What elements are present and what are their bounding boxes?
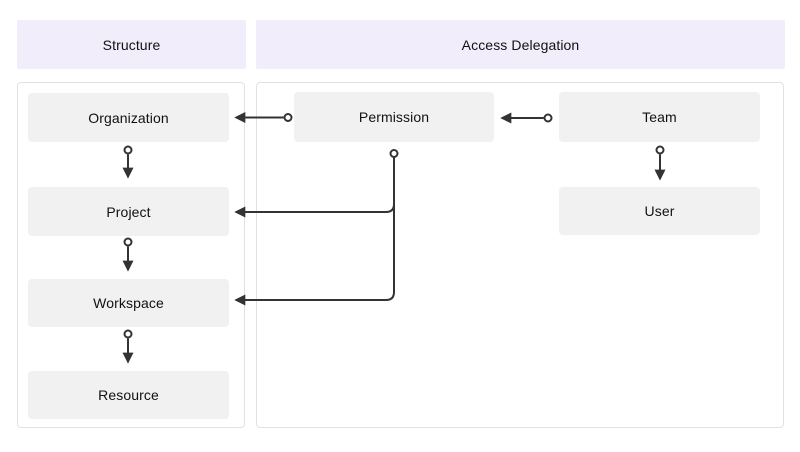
node-workspace-label: Workspace bbox=[93, 295, 164, 311]
section-header-access-delegation-label: Access Delegation bbox=[461, 36, 580, 53]
node-resource-label: Resource bbox=[98, 387, 159, 403]
section-header-access-delegation: Access Delegation bbox=[256, 20, 785, 69]
node-project: Project bbox=[28, 187, 229, 236]
section-header-structure-label: Structure bbox=[102, 36, 161, 53]
node-user-label: User bbox=[644, 203, 675, 219]
node-organization: Organization bbox=[28, 93, 229, 142]
node-resource: Resource bbox=[28, 371, 229, 419]
node-team-label: Team bbox=[642, 109, 677, 125]
node-user: User bbox=[559, 187, 760, 235]
node-project-label: Project bbox=[106, 203, 151, 220]
section-header-structure: Structure bbox=[17, 20, 246, 69]
node-workspace: Workspace bbox=[28, 279, 229, 327]
node-organization-label: Organization bbox=[88, 109, 169, 126]
node-permission-label: Permission bbox=[358, 109, 430, 125]
node-team: Team bbox=[559, 92, 760, 142]
node-permission: Permission bbox=[294, 92, 494, 142]
